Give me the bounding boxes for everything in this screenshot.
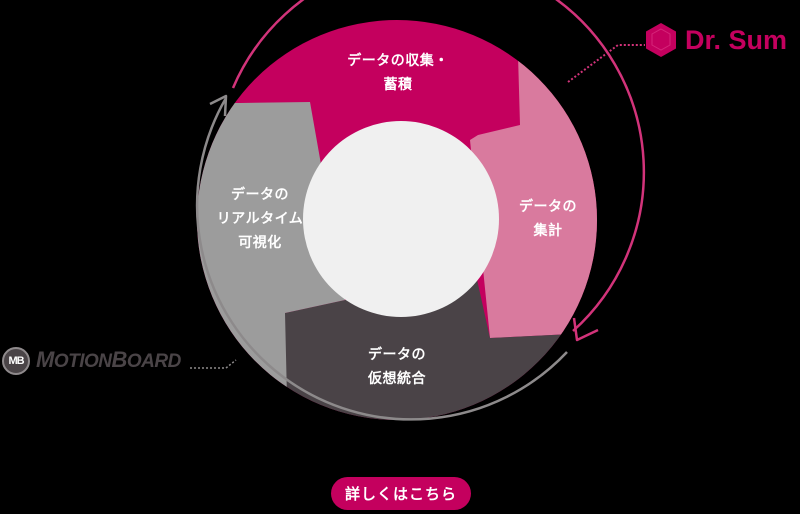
label-line: 集計 (533, 223, 563, 239)
hexagon-icon (646, 23, 676, 57)
label-line: データの (231, 187, 289, 203)
label-line: 仮想統合 (368, 371, 426, 387)
drsum-leader-line (567, 44, 645, 83)
segment-label-visualize: データの リアルタイム 可視化 (205, 183, 315, 255)
segment-label-aggregate: データの 集計 (503, 195, 593, 243)
mb-badge-icon: MB (2, 347, 30, 375)
motionboard-cycle-arc (195, 97, 568, 421)
motionboard-logo: MB MOTIONBOARD (2, 347, 181, 375)
drsum-cycle-arc (231, 0, 646, 332)
label-line: データの (368, 347, 426, 363)
logo-letter: B (111, 347, 128, 372)
logo-letter: M (36, 347, 54, 372)
arrow-head-icon (209, 94, 228, 117)
center-circle (303, 121, 499, 317)
segment-aggregate (470, 20, 597, 338)
label-line: 可視化 (238, 235, 282, 251)
label-line: データの収集・ (347, 53, 449, 69)
arrow-head-icon (572, 317, 599, 342)
label-line: 蓄積 (383, 77, 413, 93)
motionboard-logo-text: MOTIONBOARD (36, 348, 181, 374)
logo-letters: OARD (126, 351, 181, 372)
label-line: データの (519, 199, 577, 215)
motionboard-leader-line (190, 359, 237, 369)
segment-label-collect: データの収集・ 蓄積 (338, 49, 458, 97)
label-line: リアルタイム (216, 211, 304, 227)
drsum-logo-text: Dr. Sum (685, 25, 788, 55)
segment-label-virtual: データの 仮想統合 (352, 343, 442, 391)
drsum-logo: Dr. Sum (645, 22, 787, 58)
details-button[interactable]: 詳しくはこちら (331, 477, 471, 510)
logo-letters: OTION (53, 351, 112, 372)
